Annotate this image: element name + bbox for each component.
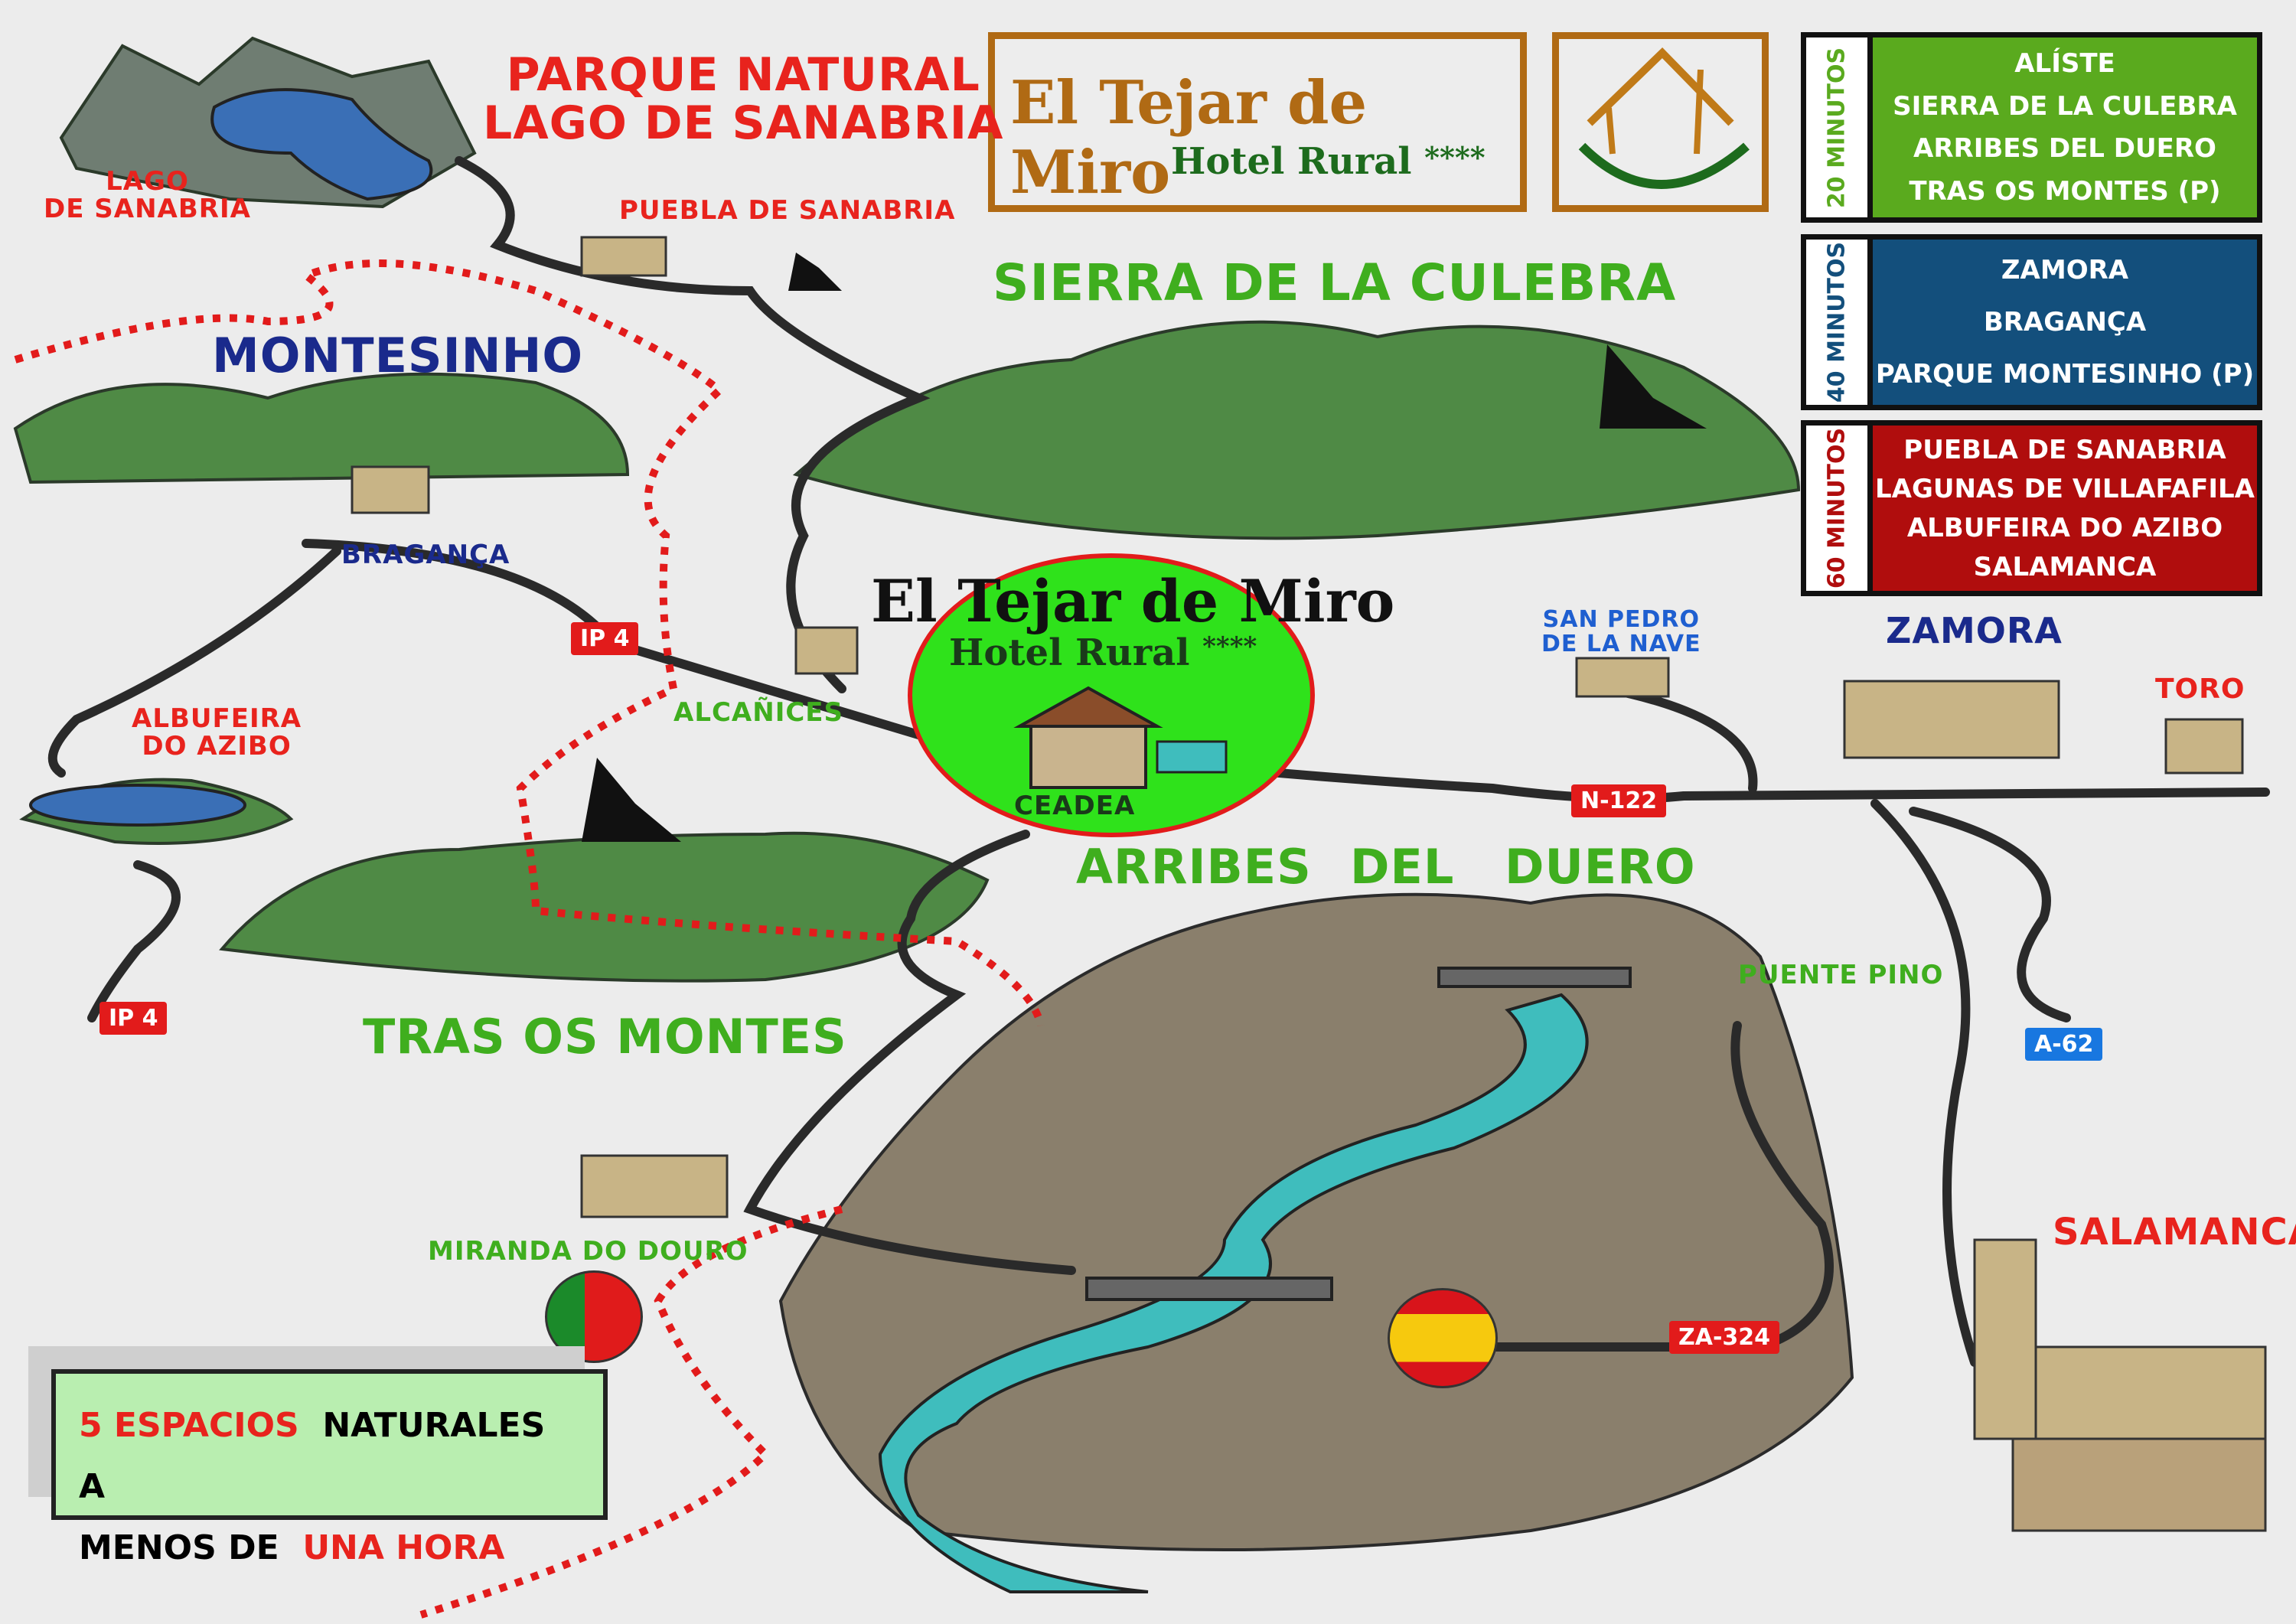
legend-40-min: 40 MINUTOS ZAMORA BRAGANÇA PARQUE MONTES… [1801,234,2262,410]
border-line [14,259,1045,1619]
label-salamanca: SALAMANCA [2053,1211,2296,1254]
legend-item: ARRIBES DEL DUERO [1913,133,2216,165]
hotel-map-title: El Tejar de Miro [871,567,1395,635]
logo-subtitle: Hotel Rural **** [1171,140,1486,183]
label-toro: TORO [2155,673,2245,705]
label-duero: DUERO [1505,839,1696,895]
road-sign-n122: N-122 [1571,784,1667,817]
legend-item: SALAMANCA [1973,551,2157,582]
house-logo [1552,32,1769,212]
legend-item: ALÍSTE [2014,47,2115,79]
hotel-location-marker[interactable]: CEADEA [908,553,1315,837]
callout-text: MENOS DE [79,1528,279,1567]
lake-azibo [29,784,246,827]
label-sierra-culebra: SIERRA DE LA CULEBRA [993,253,1677,312]
road-sign-za324: ZA-324 [1669,1321,1780,1354]
house-icon [1578,47,1750,189]
callout-text: NATURALES A [79,1406,546,1506]
label-tras-os-montes: TRAS OS MONTES [363,1009,847,1065]
road-sign-ip4-lower: IP 4 [99,1002,168,1035]
callout-text: UNA HORA [302,1528,505,1567]
legend-60-min: 60 MINUTOS PUEBLA DE SANABRIA LAGUNAS DE… [1801,420,2262,596]
road-sign-a62: A-62 [2025,1028,2103,1061]
label-ceadea: CEADEA [1014,791,1136,821]
label-puente-pino: PUENTE PINO [1738,960,1944,990]
label-montesinho: MONTESINHO [212,328,584,383]
portugal-flag-icon [545,1270,643,1363]
legend-item: SIERRA DE LA CULEBRA [1893,90,2237,122]
label-braganca: BRAGANÇA [341,540,510,570]
legend-item: TRAS OS MONTES (P) [1909,176,2221,207]
hotel-house-icon [1013,686,1228,789]
lake-sanabria [210,88,433,201]
legend-item: ALBUFEIRA DO AZIBO [1906,512,2223,543]
label-zamora: ZAMORA [1886,610,2063,651]
road-sign-ip4: IP 4 [571,622,639,655]
legend-time: 40 MINUTOS [1823,241,1851,403]
callout-box: 5 ESPACIOS NATURALES A MENOS DE UNA HORA [51,1369,608,1567]
legend-item: PARQUE MONTESINHO (P) [1875,359,2255,390]
legend-item: BRAGANÇA [1983,307,2147,338]
label-alcanices: ALCAÑICES [673,697,844,728]
legend-item: ZAMORA [2001,255,2129,285]
callout-text: 5 ESPACIOS [79,1406,299,1445]
label-miranda-douro: MIRANDA DO DOURO [428,1236,748,1267]
legend-item: LAGUNAS DE VILLAFAFILA [1875,473,2255,504]
bridges [1085,967,1632,1301]
legend-20-min: 20 MINUTOS ALÍSTE SIERRA DE LA CULEBRA A… [1801,32,2262,223]
legend-time: 60 MINUTOS [1823,427,1851,589]
legend-time: 20 MINUTOS [1823,47,1851,208]
logo-title: El Tejar de Miro [1010,68,1368,207]
hotel-logo-box: El Tejar de Miro Hotel Rural **** [988,32,1527,212]
label-puebla-sanabria: PUEBLA DE SANABRIA [619,195,956,226]
label-del: DEL [1350,839,1455,895]
towns [351,236,2267,1532]
label-arribes: ARRIBES [1076,839,1312,895]
legend-item: PUEBLA DE SANABRIA [1903,434,2226,465]
wolf-icons [582,253,1707,842]
spain-flag-icon [1388,1288,1498,1388]
hotel-map-subtitle: Hotel Rural **** [949,631,1257,674]
